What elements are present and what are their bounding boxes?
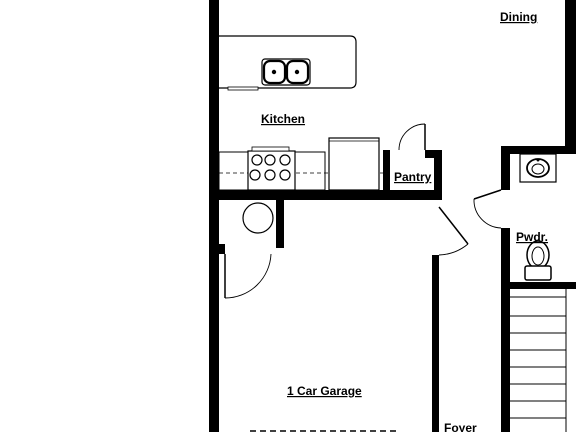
double-sink-icon	[261, 58, 311, 86]
powder-sink-icon	[519, 153, 557, 183]
range-cooktop-icon	[247, 146, 296, 191]
powder-door	[473, 189, 502, 229]
room-label-dining: Dining	[500, 10, 537, 24]
water-heater-icon	[242, 202, 274, 234]
room-label-kitchen: Kitchen	[261, 112, 305, 126]
wall-powder-left	[501, 148, 510, 190]
room-label-powder: Pwdr.	[516, 230, 548, 244]
refrigerator-icon	[328, 137, 380, 191]
wall-closet-bottom	[219, 244, 225, 254]
room-label-garage: 1 Car Garage	[287, 384, 362, 398]
wall-powder-left-lower	[501, 228, 510, 288]
wall-top-right	[565, 0, 576, 150]
room-label-foyer: Foyer	[444, 421, 477, 432]
wall-left-exterior	[209, 0, 219, 432]
wall-powder-bottom	[501, 282, 576, 289]
wall-pantry-left	[383, 150, 390, 195]
wall-closet-stub	[276, 200, 284, 248]
toilet-icon	[524, 240, 552, 281]
wall-pantry-top	[425, 150, 442, 158]
stairs	[504, 289, 567, 432]
wall-pantry-right	[434, 150, 442, 200]
garage-entry-door	[438, 206, 469, 256]
kitchen-island	[219, 35, 357, 91]
pantry-door	[398, 123, 426, 151]
closet-door	[224, 253, 272, 299]
wall-powder-top	[501, 146, 576, 154]
wall-garage-right	[432, 255, 439, 432]
room-label-pantry: Pantry	[394, 170, 432, 184]
wall-kitchen-garage	[209, 190, 439, 200]
